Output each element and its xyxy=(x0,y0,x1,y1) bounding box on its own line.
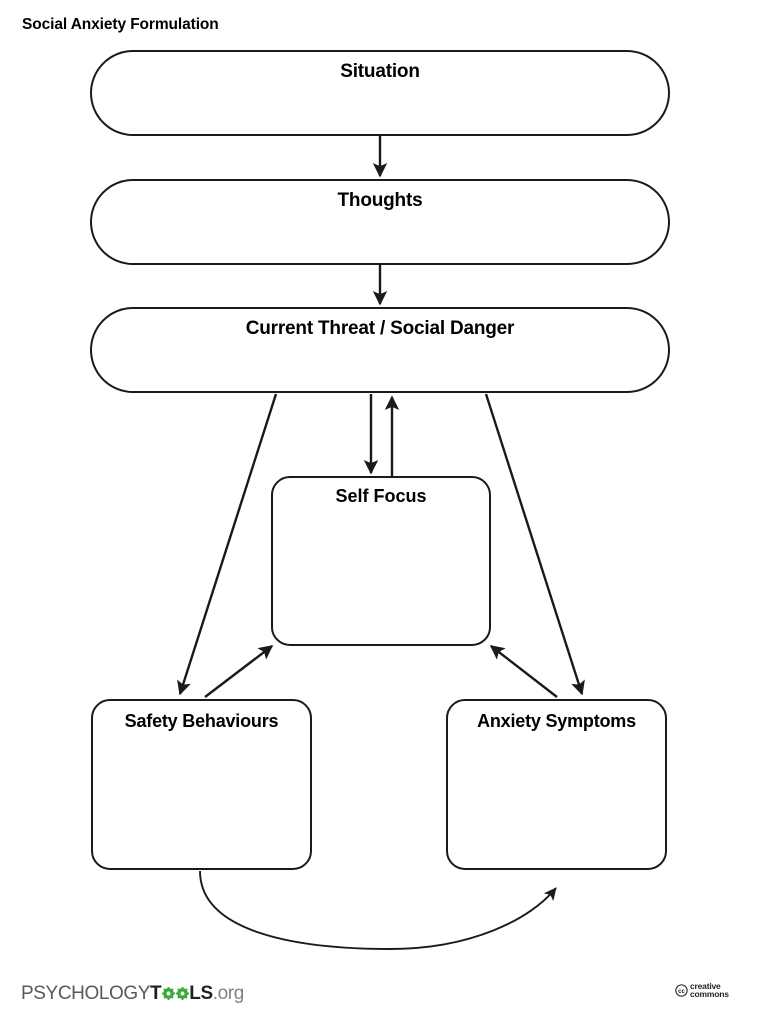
logo-text-ls: LS xyxy=(189,983,213,1004)
gear-icon xyxy=(175,987,189,1000)
psychologytools-logo[interactable]: PSYCHOLOGYT LS.org xyxy=(21,983,244,1005)
logo-text-t: T xyxy=(150,983,162,1004)
node-anxiety-symptoms-label: Anxiety Symptoms xyxy=(477,711,636,731)
node-current-threat[interactable]: Current Threat / Social Danger xyxy=(90,307,670,393)
node-current-threat-label: Current Threat / Social Danger xyxy=(245,318,515,339)
creative-commons-badge[interactable]: cc creative commons xyxy=(675,982,729,999)
creative-commons-line1: creative xyxy=(690,981,721,991)
edge-safety-to-anxiety-curve xyxy=(199,870,557,950)
page-title: Social Anxiety Formulation xyxy=(22,16,219,33)
node-thoughts[interactable]: Thoughts xyxy=(90,179,670,265)
node-safety-behaviours-label: Safety Behaviours xyxy=(124,711,279,731)
node-situation[interactable]: Situation xyxy=(90,50,670,136)
svg-text:cc: cc xyxy=(678,988,685,995)
gear-icon xyxy=(161,987,175,1000)
edge-threat-to-safety xyxy=(177,393,278,696)
node-situation-label: Situation xyxy=(340,61,420,82)
node-anxiety-symptoms[interactable]: Anxiety Symptoms xyxy=(446,699,667,870)
logo-text-psychology: PSYCHOLOGY xyxy=(21,983,151,1004)
creative-commons-line2: commons xyxy=(690,989,729,1000)
logo-text-org: .org xyxy=(212,983,245,1004)
edge-anxiety-to-selffocus xyxy=(489,645,558,698)
creative-commons-icon: cc xyxy=(675,984,688,997)
node-thoughts-label: Thoughts xyxy=(337,190,423,211)
node-self-focus[interactable]: Self Focus xyxy=(271,476,491,646)
node-safety-behaviours[interactable]: Safety Behaviours xyxy=(91,699,312,870)
edge-threat-to-anxiety xyxy=(484,393,585,696)
edge-safety-to-selffocus xyxy=(204,645,274,698)
node-self-focus-label: Self Focus xyxy=(335,486,427,506)
